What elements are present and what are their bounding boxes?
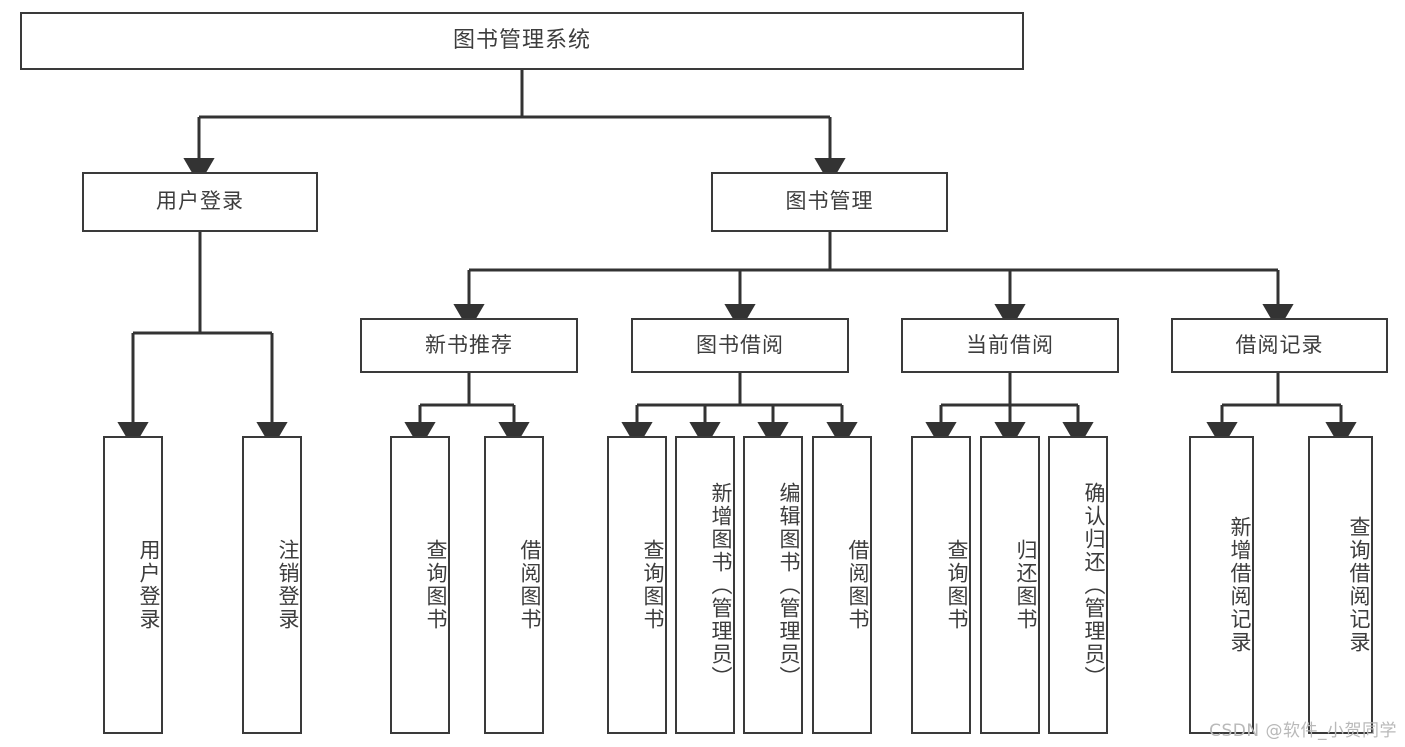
node-new-book-recommend[interactable]: 新书推荐 <box>360 318 578 373</box>
node-root-system[interactable]: 图书管理系统 <box>20 12 1024 70</box>
leaf-book-borrow-edit-admin[interactable]: 编辑图书（管理员） <box>743 436 803 734</box>
csdn-watermark: CSDN @软件_小贺同学 <box>1209 721 1397 741</box>
leaf-label: 归还图书 <box>1014 539 1038 631</box>
leaf-book-borrow-query[interactable]: 查询图书 <box>607 436 667 734</box>
node-current-borrow[interactable]: 当前借阅 <box>901 318 1119 373</box>
leaf-book-borrow-borrow[interactable]: 借阅图书 <box>812 436 872 734</box>
leaf-current-borrow-confirm-admin[interactable]: 确认归还（管理员） <box>1048 436 1108 734</box>
leaf-user-login-logout[interactable]: 注销登录 <box>242 436 302 734</box>
leaf-label: 确认归还（管理员） <box>1082 481 1106 689</box>
node-book-borrow[interactable]: 图书借阅 <box>631 318 849 373</box>
leaf-label: 新增图书（管理员） <box>709 481 733 689</box>
leaf-label: 查询图书 <box>424 539 448 631</box>
leaf-label: 查询借阅记录 <box>1347 516 1371 654</box>
leaf-label: 借阅图书 <box>518 539 542 631</box>
leaf-borrow-record-add[interactable]: 新增借阅记录 <box>1189 436 1254 734</box>
node-user-login[interactable]: 用户登录 <box>82 172 318 232</box>
leaf-borrow-record-query[interactable]: 查询借阅记录 <box>1308 436 1373 734</box>
leaf-label: 查询图书 <box>945 539 969 631</box>
leaf-current-borrow-query[interactable]: 查询图书 <box>911 436 971 734</box>
leaf-label: 查询图书 <box>641 539 665 631</box>
node-borrow-record[interactable]: 借阅记录 <box>1171 318 1388 373</box>
leaf-current-borrow-return[interactable]: 归还图书 <box>980 436 1040 734</box>
leaf-new-book-borrow[interactable]: 借阅图书 <box>484 436 544 734</box>
leaf-user-login-login[interactable]: 用户登录 <box>103 436 163 734</box>
leaf-label: 编辑图书（管理员） <box>777 481 801 689</box>
leaf-label: 注销登录 <box>276 539 300 631</box>
leaf-label: 用户登录 <box>137 539 161 631</box>
leaf-book-borrow-add-admin[interactable]: 新增图书（管理员） <box>675 436 735 734</box>
leaf-new-book-query[interactable]: 查询图书 <box>390 436 450 734</box>
node-book-management[interactable]: 图书管理 <box>711 172 948 232</box>
leaf-label: 借阅图书 <box>846 539 870 631</box>
leaf-label: 新增借阅记录 <box>1228 516 1252 654</box>
